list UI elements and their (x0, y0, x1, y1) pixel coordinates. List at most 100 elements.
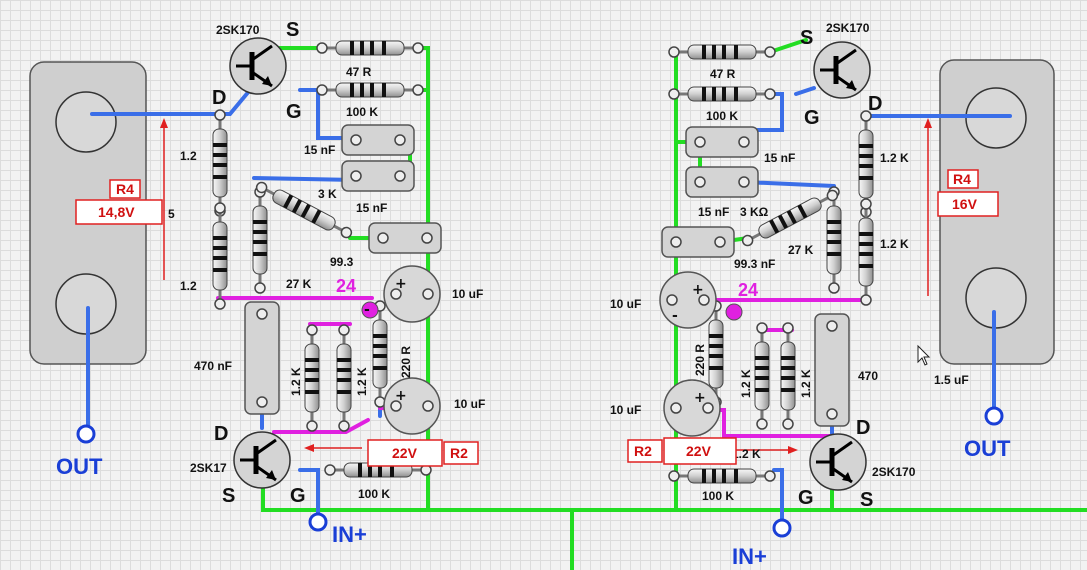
left-r4-value: 14,8V (98, 204, 135, 220)
right-node-dot (725, 303, 743, 321)
right-pin-d-bottom: D (856, 417, 870, 439)
left-pin-d-top: D (212, 87, 226, 109)
right-pin-d-top: D (868, 93, 882, 115)
left-res-220r (371, 299, 389, 409)
right-r2-value: 22V (686, 443, 712, 459)
left-cap-470nf (244, 301, 280, 415)
left-transistor-bottom (234, 432, 290, 488)
right-r4-value-box: 16V (937, 191, 999, 217)
left-cap-15nf-b (341, 160, 415, 192)
left-pin-d-bottom: D (214, 423, 228, 445)
right-res-100k-top (667, 85, 777, 103)
right-res-100k-bottom (667, 467, 777, 485)
right-res-27k (825, 185, 843, 295)
right-node-24: 24 (738, 280, 758, 300)
right-cap-15nf-b-label: 15 nF (698, 205, 729, 219)
left-r4-tag: R4 (116, 181, 134, 197)
left-res-d1 (211, 108, 229, 218)
right-cap-99 (661, 226, 735, 258)
right-res-1_2k-b (779, 321, 797, 431)
right-res-99-label: 99.3 nF (734, 257, 775, 271)
left-res-100k-top (315, 81, 425, 99)
left-res-220r-label: 220 R (399, 346, 413, 378)
left-pin-g-bottom: G (290, 485, 306, 507)
right-elco-minus: - (672, 308, 678, 324)
left-cap-470nf-label: 470 nF (194, 359, 232, 373)
left-res-1_2k-a (303, 323, 321, 433)
left-pin-g-top: G (286, 101, 302, 123)
right-elco-a-plus: + (692, 282, 704, 298)
right-cap-15nf-a (685, 126, 759, 158)
right-res-47r-label: 47 R (710, 67, 736, 81)
right-cap-470-label: 470 (858, 369, 878, 383)
left-elco-a (383, 265, 441, 323)
right-in-label: IN+ (732, 544, 767, 569)
left-res-47r (315, 39, 425, 57)
left-res-3k (252, 177, 356, 243)
right-res-100k-bottom-label: 100 K (702, 489, 734, 503)
left-out-label: OUT (56, 454, 103, 479)
left-res-1-2k-a-label: 1.2 K (289, 367, 303, 396)
left-cap-10uf-a-label: 10 uF (452, 287, 483, 301)
left-pin-s-bottom: S (222, 485, 235, 507)
right-cap-10uf-a-label: 10 uF (610, 297, 641, 311)
right-transistor-bottom-label: 2SK170 (872, 465, 916, 479)
right-transistor-top-label: 2SK170 (826, 21, 870, 35)
left-res-1-2-b-label: 1.2 (180, 279, 197, 293)
right-res-1-2k-a-label: 1.2 K (880, 151, 909, 165)
left-measure-marks (160, 118, 362, 452)
right-pin-g-bottom: G (798, 487, 814, 509)
right-res-47r (667, 43, 777, 61)
right-cap-1-5uf-label: 1.5 uF (934, 373, 969, 387)
left-r2-value: 22V (392, 445, 418, 461)
left-r2-box: 22V R2 (367, 439, 479, 467)
left-transistor-bottom-label: 2SK17 (190, 461, 227, 475)
right-r2-box: R2 22V (627, 437, 737, 465)
mouse-cursor-icon (917, 344, 931, 366)
left-in-terminal (308, 512, 328, 532)
left-res-3k-label: 3 K (318, 187, 337, 201)
left-res-1-2-a-label: 1.2 (180, 149, 197, 163)
left-cap-15nf-b-label: 15 nF (356, 201, 387, 215)
right-transistor-bottom (810, 434, 866, 490)
left-cap-99 (368, 222, 442, 254)
right-cap-15nf-b (685, 166, 759, 198)
right-out-terminal (984, 406, 1004, 426)
right-r4-tag: R4 (953, 171, 971, 187)
right-res-1_2k-a (753, 321, 771, 431)
right-res-1-2k-e-label: 1.2 K (732, 447, 761, 461)
left-res-27k (251, 185, 269, 295)
left-out-terminal (76, 424, 96, 444)
left-node-dot (361, 301, 379, 319)
right-transistor-top (814, 42, 870, 98)
right-in-terminal (772, 518, 792, 538)
right-res-1-2k-d-label: 1.2 K (799, 369, 813, 398)
left-transistor-top (230, 38, 286, 94)
right-r2-tag: R2 (634, 443, 652, 459)
right-elco-a (659, 271, 717, 329)
right-out-label: OUT (964, 436, 1011, 461)
left-transistor-top-label: 2SK170 (216, 23, 260, 37)
right-elco-b (663, 379, 721, 437)
right-res-1-2k-b-label: 1.2 K (880, 237, 909, 251)
left-res-d2 (211, 201, 229, 311)
right-res-100k-top-label: 100 K (706, 109, 738, 123)
left-r4-value-box: 14,8V (75, 199, 163, 225)
right-pin-s-top: S (800, 27, 813, 49)
left-res-100k-top-label: 100 K (346, 105, 378, 119)
left-elco-b-plus: + (395, 388, 407, 404)
left-res-27k-label: 27 K (286, 277, 312, 291)
right-res-27k-label: 27 K (788, 243, 814, 257)
left-res-1_2k-b (335, 323, 353, 433)
left-r4-badge: R4 (109, 179, 141, 199)
left-in-label: IN+ (332, 522, 367, 547)
right-res-3k-label: 3 KΩ (740, 205, 769, 219)
left-res-99-label: 99.3 (330, 255, 354, 269)
left-cap-15nf-a-label: 15 nF (304, 143, 335, 157)
right-cap-10uf-b-label: 10 uF (610, 403, 641, 417)
left-cap-15nf-a (341, 124, 415, 156)
right-pin-g-top: G (804, 107, 820, 129)
right-res-220r-label: 220 R (693, 344, 707, 376)
left-node-24: 24 (336, 276, 356, 296)
